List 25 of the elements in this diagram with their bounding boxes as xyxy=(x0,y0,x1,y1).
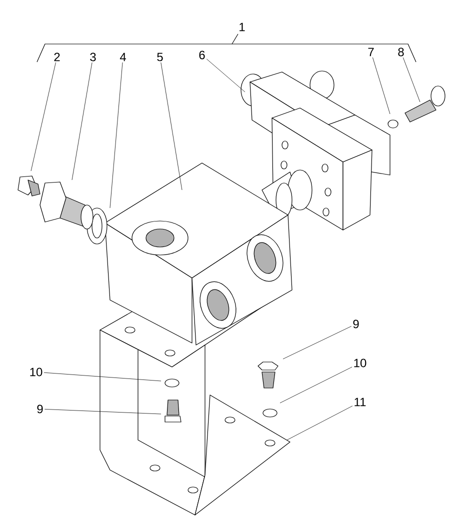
leader-line xyxy=(286,406,353,440)
leader-line xyxy=(206,58,246,92)
leader-line xyxy=(30,62,56,172)
leader-line xyxy=(280,366,352,404)
callout-number: 10 xyxy=(30,368,42,376)
leader-line xyxy=(402,57,420,102)
callout-number: 2 xyxy=(54,52,60,62)
callout-number: 10 xyxy=(354,358,366,368)
callout-number: 6 xyxy=(199,50,205,60)
callout-number: 7 xyxy=(368,48,374,56)
leader-line xyxy=(160,62,182,190)
callout-number: 5 xyxy=(157,52,163,62)
callout-number: 11 xyxy=(354,398,366,406)
leader-line xyxy=(44,409,162,414)
leader-line xyxy=(72,62,92,180)
callout-number: 1 xyxy=(240,22,245,32)
callout-number: 9 xyxy=(37,404,43,414)
callout-number: 8 xyxy=(398,48,404,56)
leader-line xyxy=(44,372,162,382)
callout-number: 4 xyxy=(120,52,126,62)
callout-number: 9 xyxy=(353,320,359,328)
callout-number: 3 xyxy=(90,52,96,62)
leader-line xyxy=(372,57,390,114)
leader-line xyxy=(282,326,352,360)
leader-line xyxy=(110,62,123,208)
